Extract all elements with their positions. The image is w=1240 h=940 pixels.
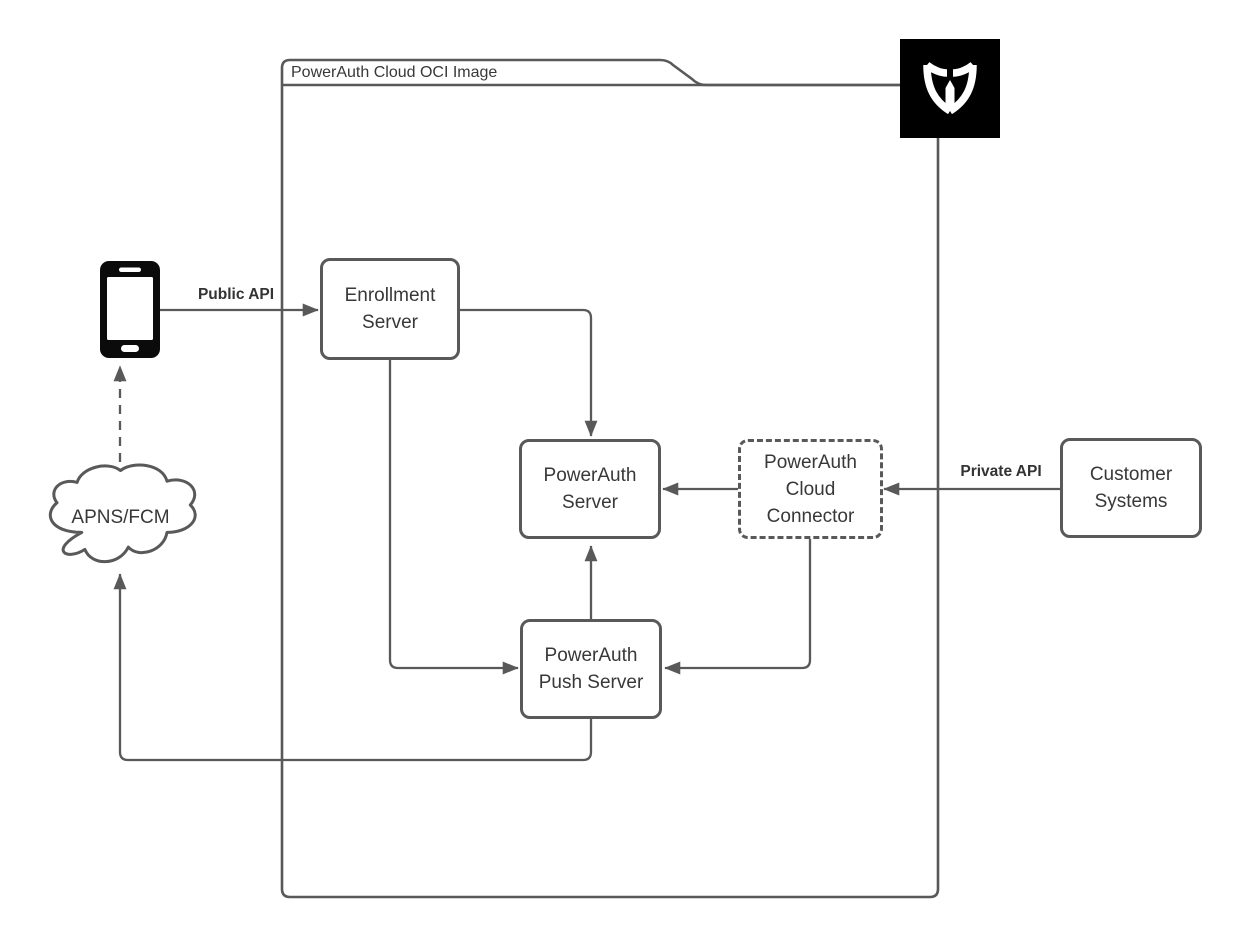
public-api-label: Public API <box>197 286 275 303</box>
node-powerauth-server: PowerAuth Server <box>519 439 661 539</box>
edge-connector-to-push <box>664 539 812 675</box>
node-customer-systems: Customer Systems <box>1060 438 1202 538</box>
node-apns-fcm-label: APNS/FCM <box>71 507 170 528</box>
container-title: PowerAuth Cloud OCI Image <box>291 64 498 81</box>
node-powerauth-cloud-connector: PowerAuth Cloud Connector <box>738 439 883 539</box>
node-powerauth-push-server-label: PowerAuth Push Server <box>538 645 644 693</box>
private-api-label: Private API <box>960 463 1042 480</box>
node-powerauth-server-label: PowerAuth Server <box>543 465 637 513</box>
apns-cloud-shape <box>48 463 197 564</box>
node-enrollment-server: Enrollment Server <box>320 258 460 360</box>
node-enrollment-server-label: Enrollment Server <box>344 285 436 333</box>
smartphone-icon <box>100 261 160 358</box>
node-powerauth-cloud-connector-label: PowerAuth Cloud Connector <box>764 451 857 527</box>
node-powerauth-push-server: PowerAuth Push Server <box>520 619 662 719</box>
edge-push-to-apns <box>113 573 593 762</box>
diagram-edges <box>113 303 1060 762</box>
edge-enrollment-to-pa-server <box>460 308 598 437</box>
wultra-shield-logo-icon <box>900 39 1000 138</box>
node-customer-systems-label: Customer Systems <box>1089 464 1173 512</box>
edge-enrollment-to-push <box>388 360 519 675</box>
